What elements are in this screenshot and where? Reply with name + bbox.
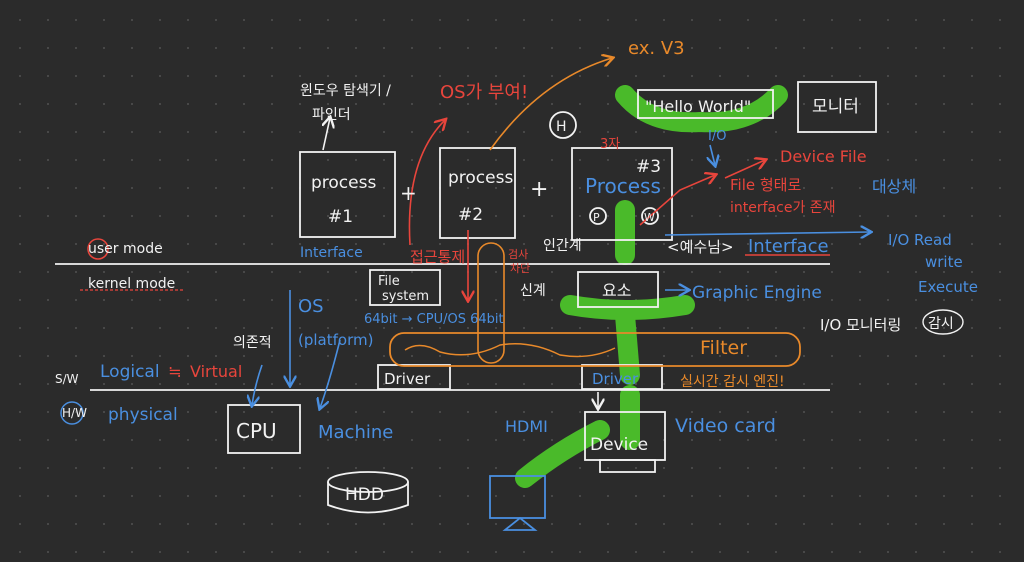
access-control-label: 접근통제 — [410, 248, 465, 266]
third-party-label: 3자 — [600, 137, 620, 152]
circled-p-text: P — [593, 211, 600, 224]
element-box — [577, 271, 659, 308]
realtime-engine-label: 실시간 감시 엔진! — [680, 374, 785, 390]
file-system-box — [369, 269, 441, 306]
os-grant-label: OS가 부여! — [440, 82, 528, 103]
process1-box — [299, 151, 396, 238]
hw-circle — [60, 401, 84, 425]
user-mode-circle — [87, 238, 109, 260]
io-read-label: I/O Read — [888, 231, 952, 249]
file-form-label: File 형태로 — [730, 176, 801, 194]
process2-box — [439, 147, 516, 239]
explorer-label-2: 파인더 — [312, 107, 351, 123]
virtual-label: Virtual — [190, 362, 242, 381]
reservation-label: <예수님> — [667, 238, 734, 256]
element-text: 요소 — [602, 281, 631, 300]
filter-label: Filter — [700, 337, 747, 359]
monitor-text: 모니터 — [812, 97, 859, 117]
arrow-to-cpu — [252, 364, 263, 405]
process2-line1: process — [448, 168, 513, 188]
driver-right-box — [581, 364, 663, 390]
watch-circle — [922, 309, 964, 335]
circled-p — [589, 207, 607, 225]
sw-label: S/W — [55, 372, 79, 386]
monitor-box — [797, 81, 877, 133]
plus-2: + — [530, 177, 548, 202]
file-system-line1: File — [378, 274, 400, 289]
bit64-label: 64bit → CPU/OS 64bit — [364, 312, 504, 327]
machine-label: Machine — [318, 422, 393, 443]
interface-exists-label: interface가 존재 — [730, 200, 836, 216]
arrow-to-machine — [320, 339, 341, 408]
filter-box — [389, 332, 801, 367]
filter-squiggle — [404, 343, 616, 358]
monitor-screen-icon — [489, 475, 546, 519]
io-label: I/O — [708, 129, 726, 144]
kernel-mode-label: kernel mode — [88, 276, 175, 292]
driver-left-box — [377, 364, 451, 390]
block-label: 차단 — [510, 262, 530, 275]
explorer-label: 윈도우 탐색기 / — [300, 83, 391, 99]
interface-left-label: Interface — [300, 245, 363, 261]
ex-v3-label: ex. V3 — [628, 38, 685, 59]
os-label: OS — [298, 296, 324, 317]
file-system-line2: system — [382, 289, 429, 304]
hw-label: H/W — [62, 406, 87, 420]
inspect-label: 검사 — [508, 248, 528, 261]
driver-right-text: Driver — [592, 370, 639, 388]
physical-label: physical — [108, 405, 178, 425]
cpu-box — [227, 404, 301, 454]
logical-label: Logical — [100, 362, 160, 382]
plus-1: + — [400, 181, 417, 205]
cpu-text: CPU — [236, 419, 277, 443]
device-file-label: Device File — [780, 147, 867, 166]
arrow-to-io-rw — [664, 232, 870, 235]
arrow-to-file-form — [639, 175, 715, 226]
interface-right-label: Interface — [748, 236, 829, 257]
device-text: Device — [590, 435, 648, 455]
io-monitoring-label: I/O 모니터링 — [820, 316, 901, 334]
io-write-label: write — [925, 253, 963, 271]
artificial-label: 인간계 — [543, 238, 582, 254]
process3-box — [571, 147, 673, 241]
arrow-to-v3 — [489, 58, 612, 151]
platform-label: (platform) — [298, 331, 373, 349]
target-label: 대상체 — [872, 177, 916, 196]
nerve-label: 신계 — [520, 283, 546, 299]
process3-line2: Process — [585, 174, 661, 198]
watch-label: 감시 — [928, 316, 954, 332]
hdd-text: HDD — [345, 485, 384, 505]
user-mode-label: user mode — [88, 241, 163, 257]
hello-world-box — [637, 89, 774, 119]
circled-w-text: W — [644, 211, 655, 224]
inspect-block-loop — [477, 242, 505, 364]
arrow-os-grant — [408, 120, 445, 246]
io-execute-label: Execute — [918, 278, 978, 296]
dependent-label: 의존적 — [233, 335, 272, 351]
graphic-engine-label: Graphic Engine — [692, 283, 822, 303]
arrow-to-device-file — [724, 160, 765, 179]
hdmi-label: HDMI — [505, 417, 548, 436]
device-pins — [599, 459, 656, 473]
h-circle — [549, 111, 577, 139]
hdd-body — [327, 482, 409, 514]
hello-world-text: "Hello World" — [645, 97, 751, 116]
process3-line1: #3 — [636, 157, 661, 177]
driver-left-text: Driver — [384, 370, 431, 388]
process2-line2: #2 — [458, 205, 483, 225]
arrow-io — [710, 144, 715, 165]
video-card-label: Video card — [675, 415, 776, 437]
circled-w — [641, 207, 659, 225]
h-circle-text: H — [556, 119, 567, 135]
process1-line2: #1 — [328, 207, 353, 227]
monitor-stand-icon — [502, 516, 538, 531]
approx-label: ≒ — [168, 362, 181, 381]
process1-line1: process — [311, 173, 376, 193]
arrow-to-explorer — [323, 118, 330, 151]
